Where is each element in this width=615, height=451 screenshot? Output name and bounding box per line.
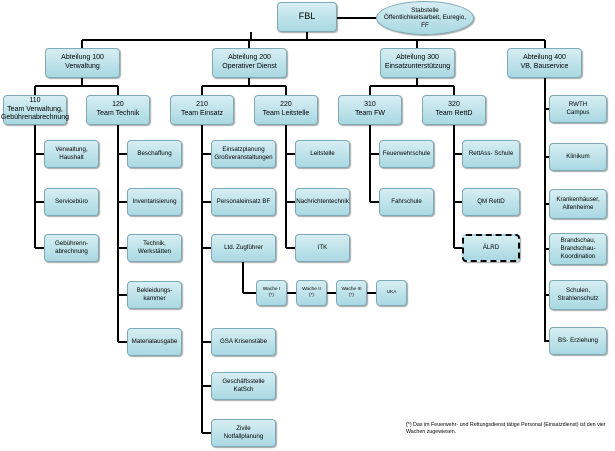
org-box-leitstelle: Leitstelle (295, 140, 350, 168)
org-box-servicebuero: Servicebüro (44, 188, 99, 216)
org-box-fbl: FBL (277, 2, 337, 32)
org-box-rettass: RettAss- Schule (462, 140, 520, 168)
org-box-itk: ITK (295, 234, 350, 262)
org-box-wache2: Wache II (*) (296, 280, 327, 306)
org-box-t110: 110 Team Verwaltung, Gebührenabrechnung (1, 95, 69, 125)
org-box-geschaeftsstelle: Geschäftsstelle KatSch (211, 372, 276, 400)
org-box-t220: 220 Team Leitstelle (254, 95, 318, 125)
org-box-uka: UKA (376, 280, 407, 306)
org-box-qm: QM RettD (462, 188, 520, 216)
org-box-beschaffung: Beschaffung (127, 140, 182, 168)
org-box-brandschau: Brandschau, Brandschau- Koordination (549, 233, 607, 265)
org-box-abt200: Abteilung 200 Operativer Dienst (212, 48, 287, 78)
footnote: (*) Das im Feuerwehr- und Rettungsdienst… (406, 422, 606, 436)
org-box-klinikum: Klinikum (549, 143, 607, 171)
org-box-einsatzplanung: Einsatzplanung Großveranstaltungen (211, 140, 276, 168)
org-box-zugfuehrer: Ltd. Zugführer (211, 234, 276, 262)
org-box-abt300: Abteilung 300 Einsatzunterstützung (380, 48, 455, 78)
org-box-t120: 120 Team Technik (86, 95, 150, 125)
org-box-schulen: Schulen, Strahlenschutz (549, 280, 607, 310)
org-box-gebuehren: Gebührenn- abrechnung (44, 234, 99, 262)
org-box-abt400: Abteilung 400 VB, Bauservice (507, 48, 582, 78)
org-box-bekleidung: Bekleidungs- kammer (127, 281, 182, 309)
org-box-material: Materialausgabe (127, 328, 182, 356)
org-box-bs-erziehung: BS- Erziehung (549, 327, 607, 355)
org-box-nachrichtentechnik: Nachrichtentechnik (295, 188, 350, 216)
org-box-wache1: Wache I (*) (256, 280, 287, 306)
org-box-stabstelle: Stabstelle Öffentlichkeitsarbeit, Euregi… (376, 1, 474, 35)
org-box-gsa: GSA Krisenstäbe (211, 328, 276, 356)
org-box-rwth: RWTH Campus (549, 95, 607, 123)
org-box-fahrschule: Fahrschule (379, 188, 434, 216)
org-box-t210: 210 Team Einsatz (170, 95, 234, 125)
org-box-feuerwehrschule: Feuerwehrschule (379, 140, 434, 168)
org-box-krankenhaeuser: Krankenhäuser, Altenheime (549, 189, 607, 219)
org-box-technik-werkstaetten: Technik, Werkstätten (127, 234, 182, 262)
org-box-wache3: Wache III (*) (336, 280, 367, 306)
org-box-zivile: Zivile Notfallplanung (211, 419, 276, 447)
org-box-verwaltung-haushalt: Verwaltung, Haushalt (44, 140, 99, 168)
org-box-inventarisierung: Inventarisierung (127, 188, 182, 216)
org-box-alrd: ÄLRD (462, 234, 520, 262)
org-box-abt100: Abteilung 100 Verwaltung (45, 48, 120, 78)
org-box-t310: 310 Team FW (338, 95, 402, 125)
org-box-t320: 320 Team RettD (422, 95, 486, 125)
org-box-personaleinsatz: Personaleinsatz BF (211, 188, 276, 216)
